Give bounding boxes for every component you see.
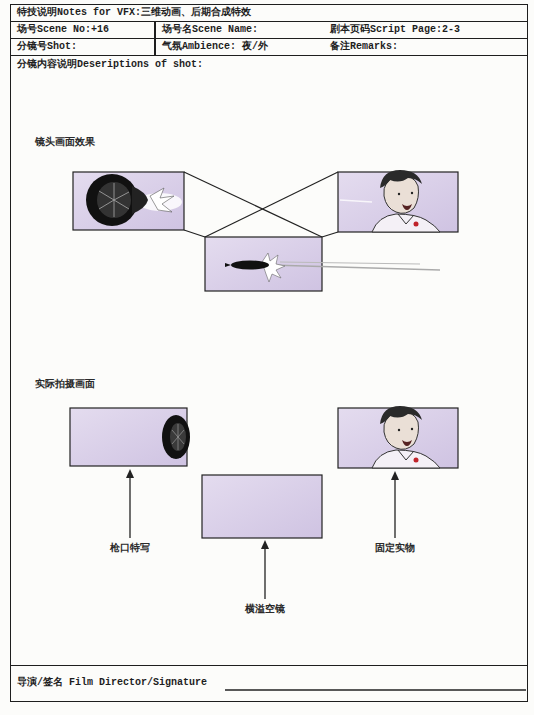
cell-text: 剧本页码Script Page:2-3 <box>330 24 460 36</box>
cell-text: 备注Remarks: <box>330 41 398 53</box>
panel-caption: 横溢空镜 <box>245 604 285 616</box>
cell-text: 分镜内容说明Deseriptions of shot: <box>17 59 203 71</box>
cell-text: 气氛Ambience: 夜/外 <box>162 41 268 53</box>
scene-name-cell: 场号名Scene Name: 剧本页码Script Page:2-3 <box>154 21 528 39</box>
scene-cell: 场号Scene No:+16 <box>10 21 156 39</box>
signature-line <box>225 689 526 690</box>
panel-caption: 枪口特写 <box>110 543 150 555</box>
bullet-panel <box>205 237 440 291</box>
muzzle-panel <box>73 172 184 230</box>
man-panel <box>338 170 458 232</box>
empty-pan-panel <box>202 475 322 538</box>
panel-caption: 固定实物 <box>375 543 415 555</box>
cell-text: 特技说明Notes for VFX:三维动画、后期合成特效 <box>17 7 251 19</box>
header-cell: 特技说明Notes for VFX:三维动画、后期合成特效 <box>10 4 528 22</box>
zoom-lines <box>184 172 338 237</box>
leader-arrows <box>126 469 399 599</box>
shot-cell: 分镜号Shot: <box>10 38 156 56</box>
cell-text: 导演/签名 Film Director/Signature <box>17 677 207 689</box>
ambience-cell: 气氛Ambience: 夜/外 备注Remarks: <box>154 38 528 56</box>
muzzle-shot-panel <box>70 408 190 466</box>
cell-text: 场号名Scene Name: <box>162 24 258 36</box>
signature-cell: 导演/签名 Film Director/Signature <box>10 665 528 702</box>
man-shot-panel <box>338 406 458 468</box>
section-heading: 镜头画面效果 <box>35 137 95 149</box>
section-heading: 实际拍摄画面 <box>35 379 95 391</box>
cell-text: 场号Scene No:+16 <box>17 24 109 36</box>
cell-text: 分镜号Shot: <box>17 41 77 53</box>
